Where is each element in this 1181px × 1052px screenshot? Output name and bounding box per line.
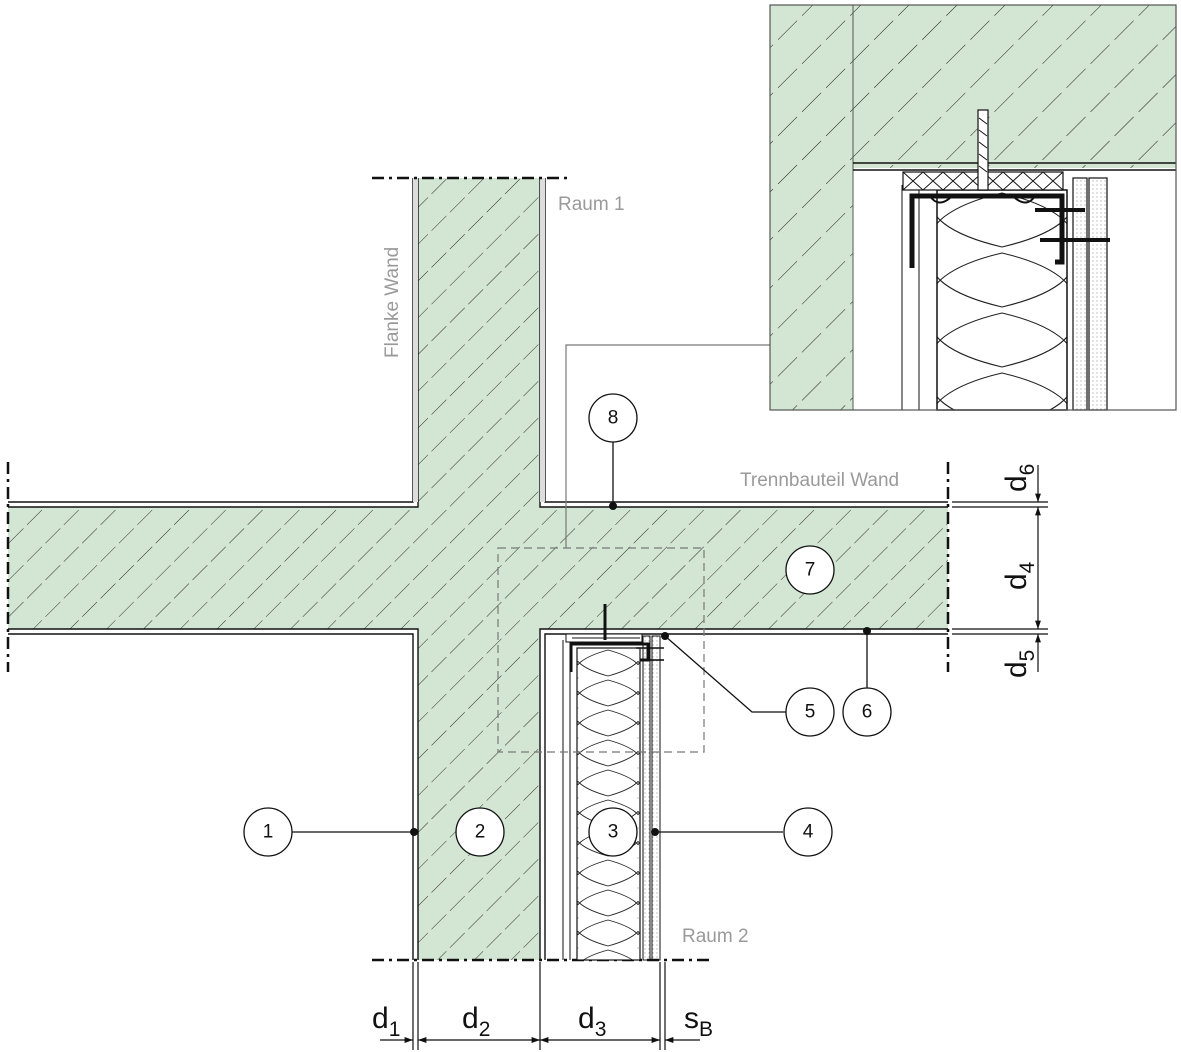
svg-text:8: 8 <box>608 408 619 429</box>
separating-wall-label: Trennbauteil Wand <box>740 470 899 491</box>
callout-7: 7 <box>785 545 835 595</box>
dim-sB: sB <box>684 1002 713 1041</box>
callout-4: 4 <box>783 807 833 857</box>
bottom-dimension-lines <box>380 962 700 1050</box>
callout-6: 6 <box>842 687 892 737</box>
callout-5: 5 <box>785 687 835 737</box>
dim-d6: d6 <box>1000 464 1039 492</box>
callout-8: 8 <box>588 393 638 443</box>
inset-detail <box>769 4 1177 411</box>
dim-d3: d3 <box>578 1002 606 1041</box>
plaster-layers <box>8 178 948 960</box>
callout-leaders <box>292 436 868 833</box>
callout-2: 2 <box>455 807 505 857</box>
svg-text:3: 3 <box>608 822 619 843</box>
dim-d5: d5 <box>1000 650 1039 678</box>
room-2-label: Raum 2 <box>682 926 749 947</box>
right-dimension-lines <box>952 465 1048 672</box>
svg-text:7: 7 <box>805 560 816 581</box>
dim-d2: d2 <box>462 1002 490 1041</box>
room-1-label: Raum 1 <box>558 194 625 215</box>
callout-3: 3 <box>588 807 638 857</box>
wall-lining <box>562 604 664 961</box>
svg-text:1: 1 <box>263 822 274 843</box>
flank-wall-label: Flanke Wand <box>382 247 403 358</box>
detail-leader <box>565 344 770 548</box>
dim-d1: d1 <box>372 1002 400 1041</box>
detail-frame <box>497 547 705 753</box>
svg-text:4: 4 <box>803 822 814 843</box>
callout-dots <box>410 502 871 836</box>
svg-text:5: 5 <box>805 702 816 723</box>
dim-d4: d4 <box>1000 561 1039 590</box>
svg-text:2: 2 <box>475 822 486 843</box>
callout-1: 1 <box>243 807 293 857</box>
svg-text:6: 6 <box>862 702 873 723</box>
